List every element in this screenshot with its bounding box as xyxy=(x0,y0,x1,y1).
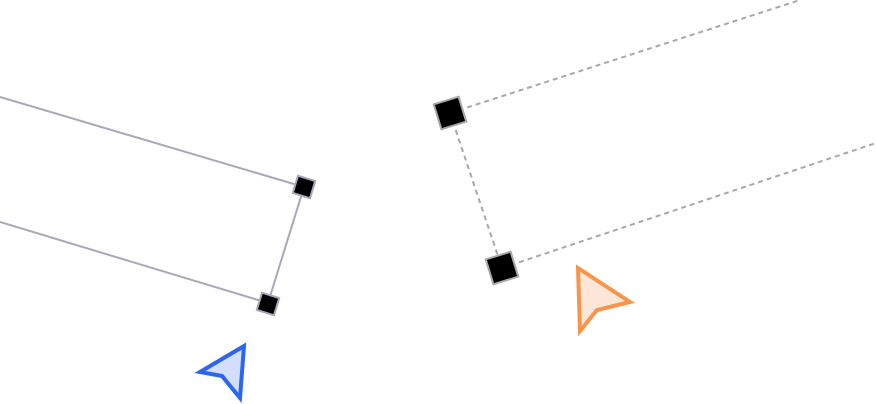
resize-handle-bottom-right[interactable] xyxy=(255,291,281,317)
resize-handle-top-right[interactable] xyxy=(291,174,317,200)
local-selection[interactable] xyxy=(0,96,317,317)
remote-selection-top-edge xyxy=(449,0,801,114)
remote-selection-left-edge xyxy=(449,112,503,269)
local-selection-bottom-edge xyxy=(0,221,269,304)
remote-selection-bottom-edge xyxy=(501,142,876,269)
remote-handle-top-left xyxy=(432,95,468,131)
remote-selection xyxy=(432,0,876,286)
local-selection-top-edge xyxy=(0,96,305,188)
pointer-arrow-icon xyxy=(194,342,247,404)
collaborator-pointer-arrow-icon xyxy=(575,264,635,337)
local-selection-right-edge xyxy=(267,186,305,304)
remote-handle-bottom-left xyxy=(484,250,520,286)
